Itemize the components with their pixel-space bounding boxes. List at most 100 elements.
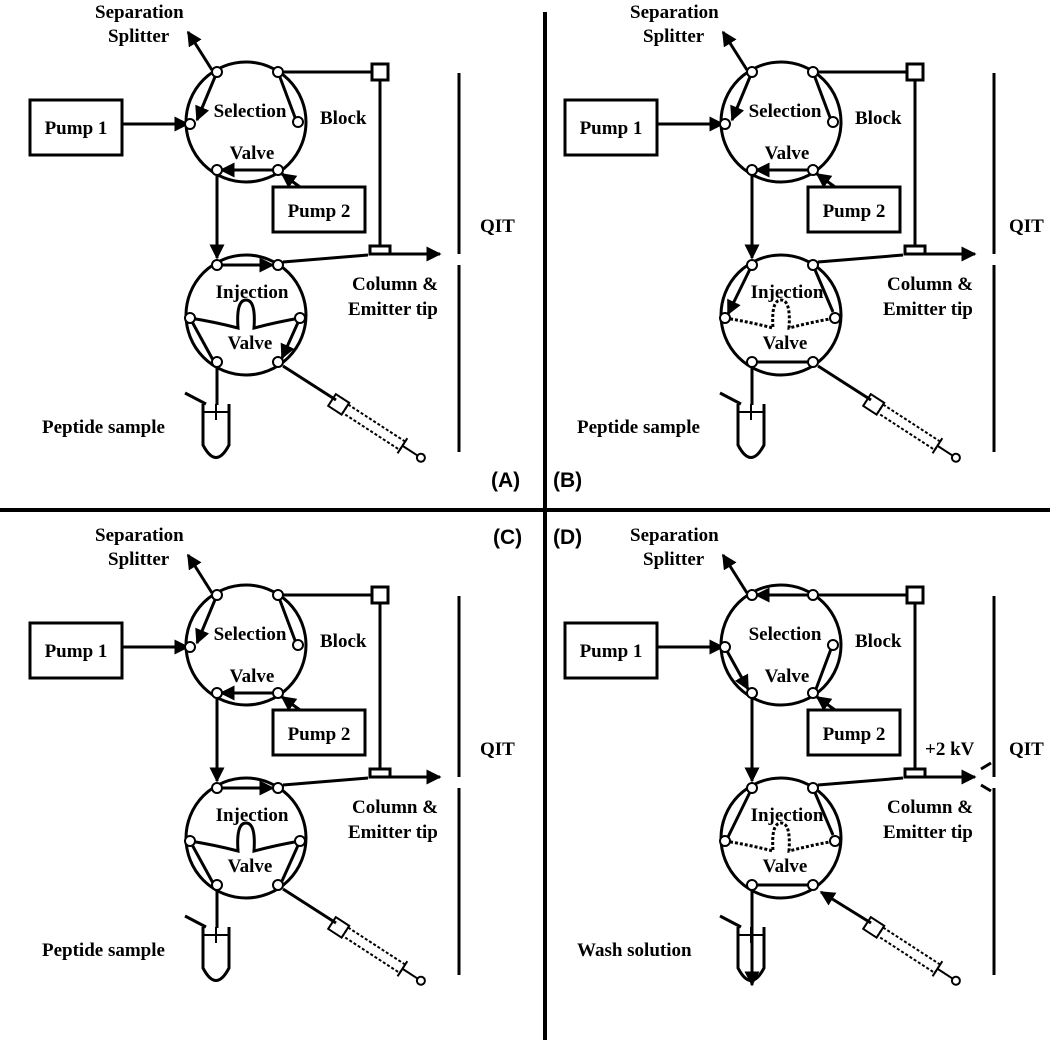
- column-label: Column &: [887, 797, 973, 818]
- valve-top-label: Valve: [765, 666, 810, 687]
- selection-valve: [719, 583, 843, 707]
- splitter-arrow: [186, 553, 214, 594]
- pump2-box: [271, 708, 367, 757]
- tee-fitting: [903, 244, 927, 256]
- pump1-label: Pump 1: [45, 118, 108, 139]
- inj-port: [807, 356, 819, 368]
- inj-loop: [724, 298, 836, 330]
- inj-port: [807, 782, 819, 794]
- sample-needle: [719, 914, 742, 929]
- sample-label: Wash solution: [577, 940, 692, 961]
- sel-port: [807, 589, 819, 601]
- inj-port: [294, 312, 306, 324]
- splitter-arrow: [721, 553, 749, 594]
- panel-a: Separation Splitter Pump 1 Selection Val…: [28, 2, 520, 492]
- injection-valve: [719, 776, 843, 900]
- syringe-line: [817, 364, 872, 402]
- qit-label: QIT: [480, 216, 515, 237]
- selection-label: Selection: [214, 624, 287, 645]
- block-square: [370, 62, 390, 82]
- sample-label: Peptide sample: [577, 417, 700, 438]
- injection-label: Injection: [751, 282, 824, 303]
- syringe-line: [282, 887, 337, 925]
- syringe-icon: [326, 915, 426, 986]
- sel-flow-a: [195, 71, 219, 122]
- sel-port: [292, 639, 304, 651]
- panel-letter: (D): [553, 526, 582, 549]
- splitter-label: Splitter: [108, 549, 170, 570]
- emitter-label: Emitter tip: [883, 299, 973, 320]
- sel-flow-left: [725, 650, 750, 691]
- inj-port: [184, 835, 196, 847]
- sample-tube: [736, 404, 766, 459]
- inj-to-tee-line: [817, 253, 904, 264]
- sel-flow-b: [276, 594, 298, 644]
- tee-fitting: [368, 767, 392, 779]
- emitter-label: Emitter tip: [348, 822, 438, 843]
- qit-label: QIT: [1009, 216, 1044, 237]
- sel-port: [719, 118, 731, 130]
- sample-tube: [736, 927, 766, 982]
- inj-port: [807, 259, 819, 271]
- inj-to-tee-line: [817, 776, 904, 787]
- valve-bottom-label: Valve: [228, 333, 273, 354]
- inj-flow-left: [726, 264, 754, 316]
- pump1-box: [28, 98, 124, 157]
- injection-valve: [719, 253, 843, 377]
- sel-port: [211, 589, 223, 601]
- inj-port: [211, 356, 223, 368]
- syringe-icon: [326, 392, 426, 463]
- inj-port: [829, 835, 841, 847]
- inj-port: [272, 259, 284, 271]
- pump1-label: Pump 1: [580, 118, 643, 139]
- splitter-label: Splitter: [643, 549, 705, 570]
- sample-tube-lines: [203, 927, 229, 943]
- inj-port: [829, 312, 841, 324]
- column-label: Column &: [352, 797, 438, 818]
- sel-port: [184, 641, 196, 653]
- splitter-label: Splitter: [108, 26, 170, 47]
- inj-flow-right: [811, 264, 835, 313]
- pump2-box: [806, 185, 902, 234]
- pump2-box: [271, 185, 367, 234]
- panel-letter: (B): [553, 469, 582, 492]
- pump1-label: Pump 1: [580, 641, 643, 662]
- sample-tube-lines: [203, 404, 229, 420]
- inj-loop: [189, 298, 301, 330]
- pump1-box: [563, 98, 659, 157]
- sample-tube-lines: [738, 927, 764, 943]
- sel-port: [272, 66, 284, 78]
- inj-to-tee-line: [282, 776, 369, 787]
- injection-label: Injection: [751, 805, 824, 826]
- separation-label: Separation: [630, 525, 719, 546]
- emitter-label: Emitter tip: [883, 822, 973, 843]
- splitter-arrow: [721, 30, 749, 71]
- sel-port: [211, 164, 223, 176]
- inj-port: [719, 835, 731, 847]
- valve-top-label: Valve: [230, 143, 275, 164]
- inj-port: [272, 782, 284, 794]
- block-label: Block: [855, 631, 902, 652]
- inj-port: [272, 879, 284, 891]
- tee-fitting: [368, 244, 392, 256]
- sel-port: [746, 687, 758, 699]
- inj-to-tee-line: [282, 253, 369, 264]
- inj-flow-left: [726, 787, 754, 838]
- sel-flow-a: [730, 71, 754, 122]
- sel-port: [827, 116, 839, 128]
- selection-label: Selection: [749, 101, 822, 122]
- pump2-arrow: [815, 172, 836, 189]
- pump2-label: Pump 2: [288, 724, 351, 745]
- pump2-label: Pump 2: [288, 201, 351, 222]
- splitter-arrow: [186, 30, 214, 71]
- block-label: Block: [320, 631, 367, 652]
- sample-needle: [184, 391, 207, 406]
- pump2-label: Pump 2: [823, 724, 886, 745]
- sel-flow-b: [811, 71, 833, 121]
- separation-label: Separation: [95, 525, 184, 546]
- pump1-label: Pump 1: [45, 641, 108, 662]
- inj-port: [211, 259, 223, 271]
- sel-port: [211, 687, 223, 699]
- sel-flow-a: [195, 594, 219, 645]
- inj-port: [746, 356, 758, 368]
